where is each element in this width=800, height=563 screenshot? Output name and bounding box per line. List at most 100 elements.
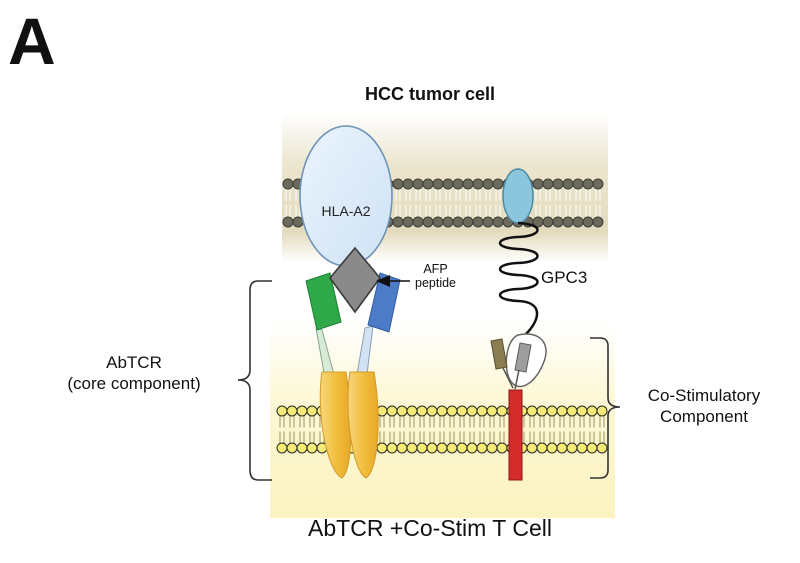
tcell-lipid-head <box>286 405 298 417</box>
costim-olive-domain <box>490 338 508 370</box>
tcell-lipid-head <box>586 442 598 454</box>
tumor-lipid-head <box>562 216 574 228</box>
costim-linker-right <box>514 369 520 390</box>
abtcr-line-2: (core component) <box>67 374 201 394</box>
tumor-lipid-head <box>552 216 564 228</box>
tcell-lipid-head <box>406 405 418 417</box>
gpc3-head <box>502 168 534 224</box>
afp-peptide-diamond <box>328 246 382 314</box>
tumor-lipid-head <box>472 178 484 190</box>
tumor-lipid-head <box>392 178 404 190</box>
tcell-lipid-head <box>536 442 548 454</box>
abtcr-green-domain <box>305 272 342 331</box>
tcell-lipid-head <box>306 442 318 454</box>
tumor-lipid-head <box>592 216 604 228</box>
tcell-lipid-head <box>566 405 578 417</box>
tcell-lipid-head <box>406 442 418 454</box>
tcell-lipid-head <box>396 442 408 454</box>
tumor-lipid-head <box>492 178 504 190</box>
panel-label: A <box>8 4 56 78</box>
tcell-lipid-head <box>396 405 408 417</box>
afp-line-2: peptide <box>415 275 457 290</box>
tcell-lipid-head <box>456 405 468 417</box>
tcell-lipid-head <box>466 405 478 417</box>
tcell-lipid-head <box>496 405 508 417</box>
tumor-lipid-head <box>542 178 554 190</box>
tcell-lipid-head <box>416 442 428 454</box>
tumor-lipid-head <box>572 216 584 228</box>
tcell-lipid-head <box>286 442 298 454</box>
tcell-lipid-head <box>386 442 398 454</box>
tumor-lipid-head <box>442 178 454 190</box>
co-stimulatory-receptor <box>490 333 547 481</box>
tumor-lipid-head <box>432 216 444 228</box>
tcell-lipid-head <box>476 405 488 417</box>
tcell-lipid-head <box>306 405 318 417</box>
tcell-lipid-head <box>426 442 438 454</box>
abtcr-blue-domain <box>367 272 401 333</box>
tumor-lipid-head <box>482 178 494 190</box>
abtcr-line-1: AbTCR <box>106 353 162 372</box>
tcell-lipid-head <box>466 442 478 454</box>
tcell-lipid-head <box>276 442 288 454</box>
tumor-lipid-head <box>482 216 494 228</box>
tumor-lipid-head <box>442 216 454 228</box>
hla-a2-molecule <box>299 125 393 267</box>
tumor-lipid-head <box>412 178 424 190</box>
tumor-lipid-head <box>492 216 504 228</box>
tcell-lipid-head <box>486 405 498 417</box>
abtcr-right-tm-domain <box>347 371 379 479</box>
tcell-lipid-head <box>376 442 388 454</box>
tcell-lipid-head <box>296 405 308 417</box>
tumor-lipid-head <box>462 216 474 228</box>
costim-line-1: Co-Stimulatory <box>647 386 761 405</box>
tumor-lipid-head <box>552 178 564 190</box>
tcell-lipid-head <box>476 442 488 454</box>
tcell-lipid-head <box>596 405 608 417</box>
tcell-lipid-head <box>556 405 568 417</box>
tumor-lipid-head <box>402 216 414 228</box>
tumor-lipid-head <box>472 216 484 228</box>
afp-peptide-label: AFP peptide <box>415 262 457 291</box>
tcell-lipid-head <box>536 405 548 417</box>
tcell-lipid-head <box>566 442 578 454</box>
tumor-lipid-head <box>282 178 294 190</box>
tcell-lipid-head <box>526 405 538 417</box>
tumor-lipid-head <box>412 216 424 228</box>
tcell-lipid-head <box>416 405 428 417</box>
tumor-cell-label: HCC tumor cell <box>364 84 496 104</box>
costim-bracket <box>590 337 621 479</box>
tcell-lipid-head <box>526 442 538 454</box>
abtcr-bracket <box>237 280 272 481</box>
tumor-lipid-head <box>402 178 414 190</box>
tcell-lipid-head <box>446 405 458 417</box>
tcell-lipid-head <box>486 442 498 454</box>
gpc3-coil <box>498 221 539 335</box>
tumor-lipid-head <box>542 216 554 228</box>
tcell-lipid-head <box>276 405 288 417</box>
tcell-lipid-head <box>586 405 598 417</box>
costim-transmembrane <box>508 389 523 481</box>
tcell-lipid-head <box>426 405 438 417</box>
tcell-lipid-head <box>556 442 568 454</box>
costim-label: Co-Stimulatory Component <box>618 385 790 428</box>
afp-pointer-arrowhead <box>376 275 390 287</box>
afp-line-1: AFP <box>423 262 448 276</box>
tumor-lipid-head <box>532 178 544 190</box>
tumor-lipid-head <box>452 216 464 228</box>
tumor-lipid-head <box>592 178 604 190</box>
tumor-lipid-head <box>462 178 474 190</box>
tumor-lipid-head <box>282 216 294 228</box>
costim-linker-left <box>502 367 514 389</box>
tcell-lipid-head <box>446 442 458 454</box>
tumor-lipid-head <box>582 178 594 190</box>
tcell-lipid-head <box>576 442 588 454</box>
tcell-lipid-head <box>436 405 448 417</box>
t-cell-label: AbTCR +Co-Stim T Cell <box>308 515 552 541</box>
tcell-lipid-head <box>456 442 468 454</box>
tcell-lipid-head <box>436 442 448 454</box>
tcell-lipid-head <box>576 405 588 417</box>
gpc3-label: GPC3 <box>541 268 588 287</box>
abtcr-label: AbTCR (core component) <box>40 352 228 395</box>
